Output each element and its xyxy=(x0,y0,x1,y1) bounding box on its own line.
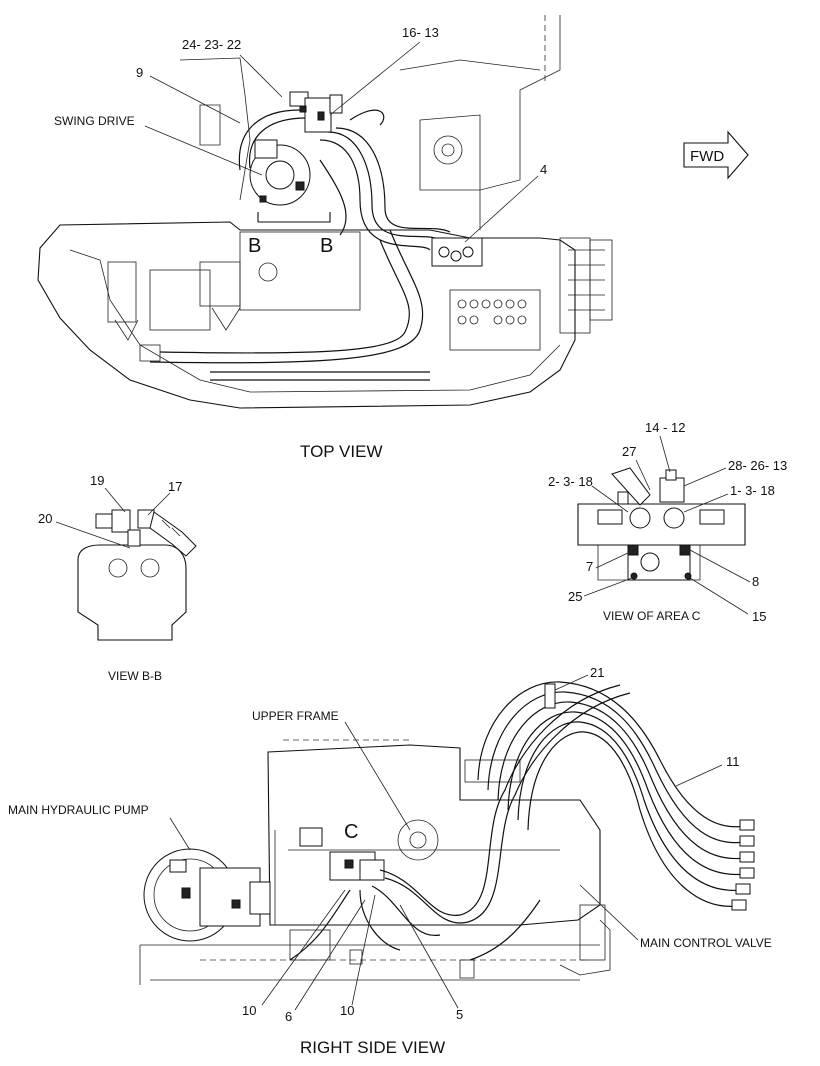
callout-10-left: 10 xyxy=(242,1003,256,1018)
area-c-fittings-side xyxy=(299,827,385,881)
callout-7: 7 xyxy=(586,559,593,574)
callout-11: 11 xyxy=(726,754,740,769)
callout-main-control-valve: MAIN CONTROL VALVE xyxy=(640,936,772,950)
callout-swing-drive: SWING DRIVE xyxy=(54,114,135,128)
view-title-top: TOP VIEW xyxy=(300,442,383,461)
view-area-c-drawing xyxy=(577,467,746,581)
callout-9: 9 xyxy=(136,65,143,80)
callout-27: 27 xyxy=(622,444,636,459)
callout-8: 8 xyxy=(752,574,759,589)
view-title-right-side: RIGHT SIDE VIEW xyxy=(300,1038,445,1057)
view-title-b-b: VIEW B-B xyxy=(108,669,162,683)
callout-10-right: 10 xyxy=(340,1003,354,1018)
callout-14-12: 14 - 12 xyxy=(645,420,685,435)
callout-5: 5 xyxy=(456,1007,463,1022)
main-hydraulic-pump-component xyxy=(143,848,271,942)
callout-4: 4 xyxy=(540,162,547,177)
top-fitting-cluster xyxy=(289,91,343,133)
callout-19: 19 xyxy=(90,473,104,488)
callout-17: 17 xyxy=(168,479,182,494)
callout-20: 20 xyxy=(38,511,52,526)
callout-1-3-18: 1- 3- 18 xyxy=(730,483,775,498)
swing-drive-component xyxy=(249,139,311,206)
callout-21: 21 xyxy=(590,665,604,680)
fwd-arrow xyxy=(683,130,749,180)
callout-24-23-22: 24- 23- 22 xyxy=(182,37,241,52)
view-b-b-drawing xyxy=(77,509,197,641)
view-title-area-c: VIEW OF AREA C xyxy=(603,609,701,623)
callout-16-13: 16- 13 xyxy=(402,25,439,40)
area-c-marker: C xyxy=(344,821,358,843)
fitting-4 xyxy=(431,237,483,267)
fwd-label: FWD xyxy=(690,148,724,165)
section-marker-b-left: B xyxy=(248,235,261,257)
section-marker-b-right: B xyxy=(320,235,333,257)
callout-upper-frame: UPPER FRAME xyxy=(252,709,339,723)
callout-28-26-13: 28- 26- 13 xyxy=(728,458,787,473)
hose-bundle-11 xyxy=(477,681,755,911)
callout-25: 25 xyxy=(568,589,582,604)
callout-6: 6 xyxy=(285,1009,292,1024)
top-view-drawing xyxy=(37,15,749,409)
callout-15: 15 xyxy=(752,609,766,624)
callout-main-hydraulic-pump: MAIN HYDRAULIC PUMP xyxy=(8,803,149,817)
right-side-view-drawing xyxy=(139,681,755,985)
callout-2-3-18: 2- 3- 18 xyxy=(548,474,593,489)
